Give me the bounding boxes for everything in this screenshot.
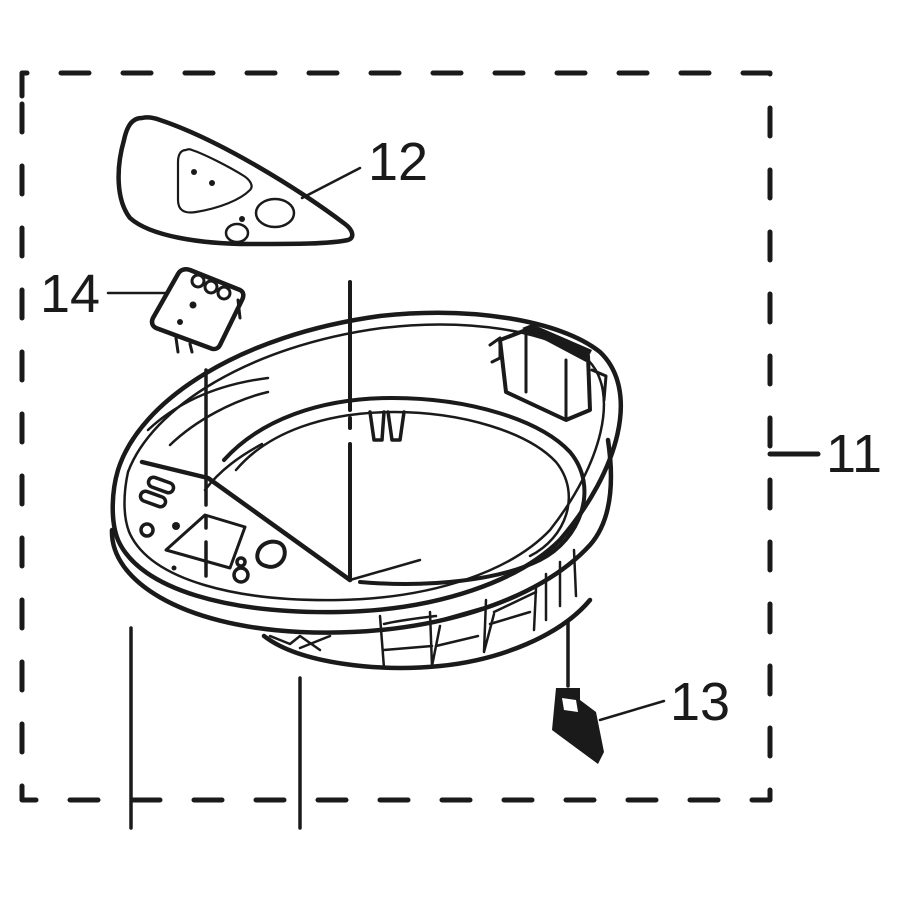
part-14-switch-block[interactable]	[149, 266, 246, 354]
callout-13: 13	[598, 672, 730, 732]
part-12-panel-overlay[interactable]	[116, 115, 355, 247]
alignment-lines	[129, 280, 570, 830]
callout-14: 14	[40, 264, 168, 324]
callout-12: 12	[300, 132, 428, 200]
part-13-clip[interactable]	[552, 688, 604, 764]
label-13: 13	[670, 672, 730, 732]
label-12: 12	[368, 132, 428, 192]
label-11: 11	[826, 424, 882, 484]
callout-11: 11	[767, 424, 882, 484]
part-11-ring-housing[interactable]	[109, 310, 623, 671]
assembly-boundary	[19, 70, 773, 803]
label-14: 14	[40, 264, 100, 324]
